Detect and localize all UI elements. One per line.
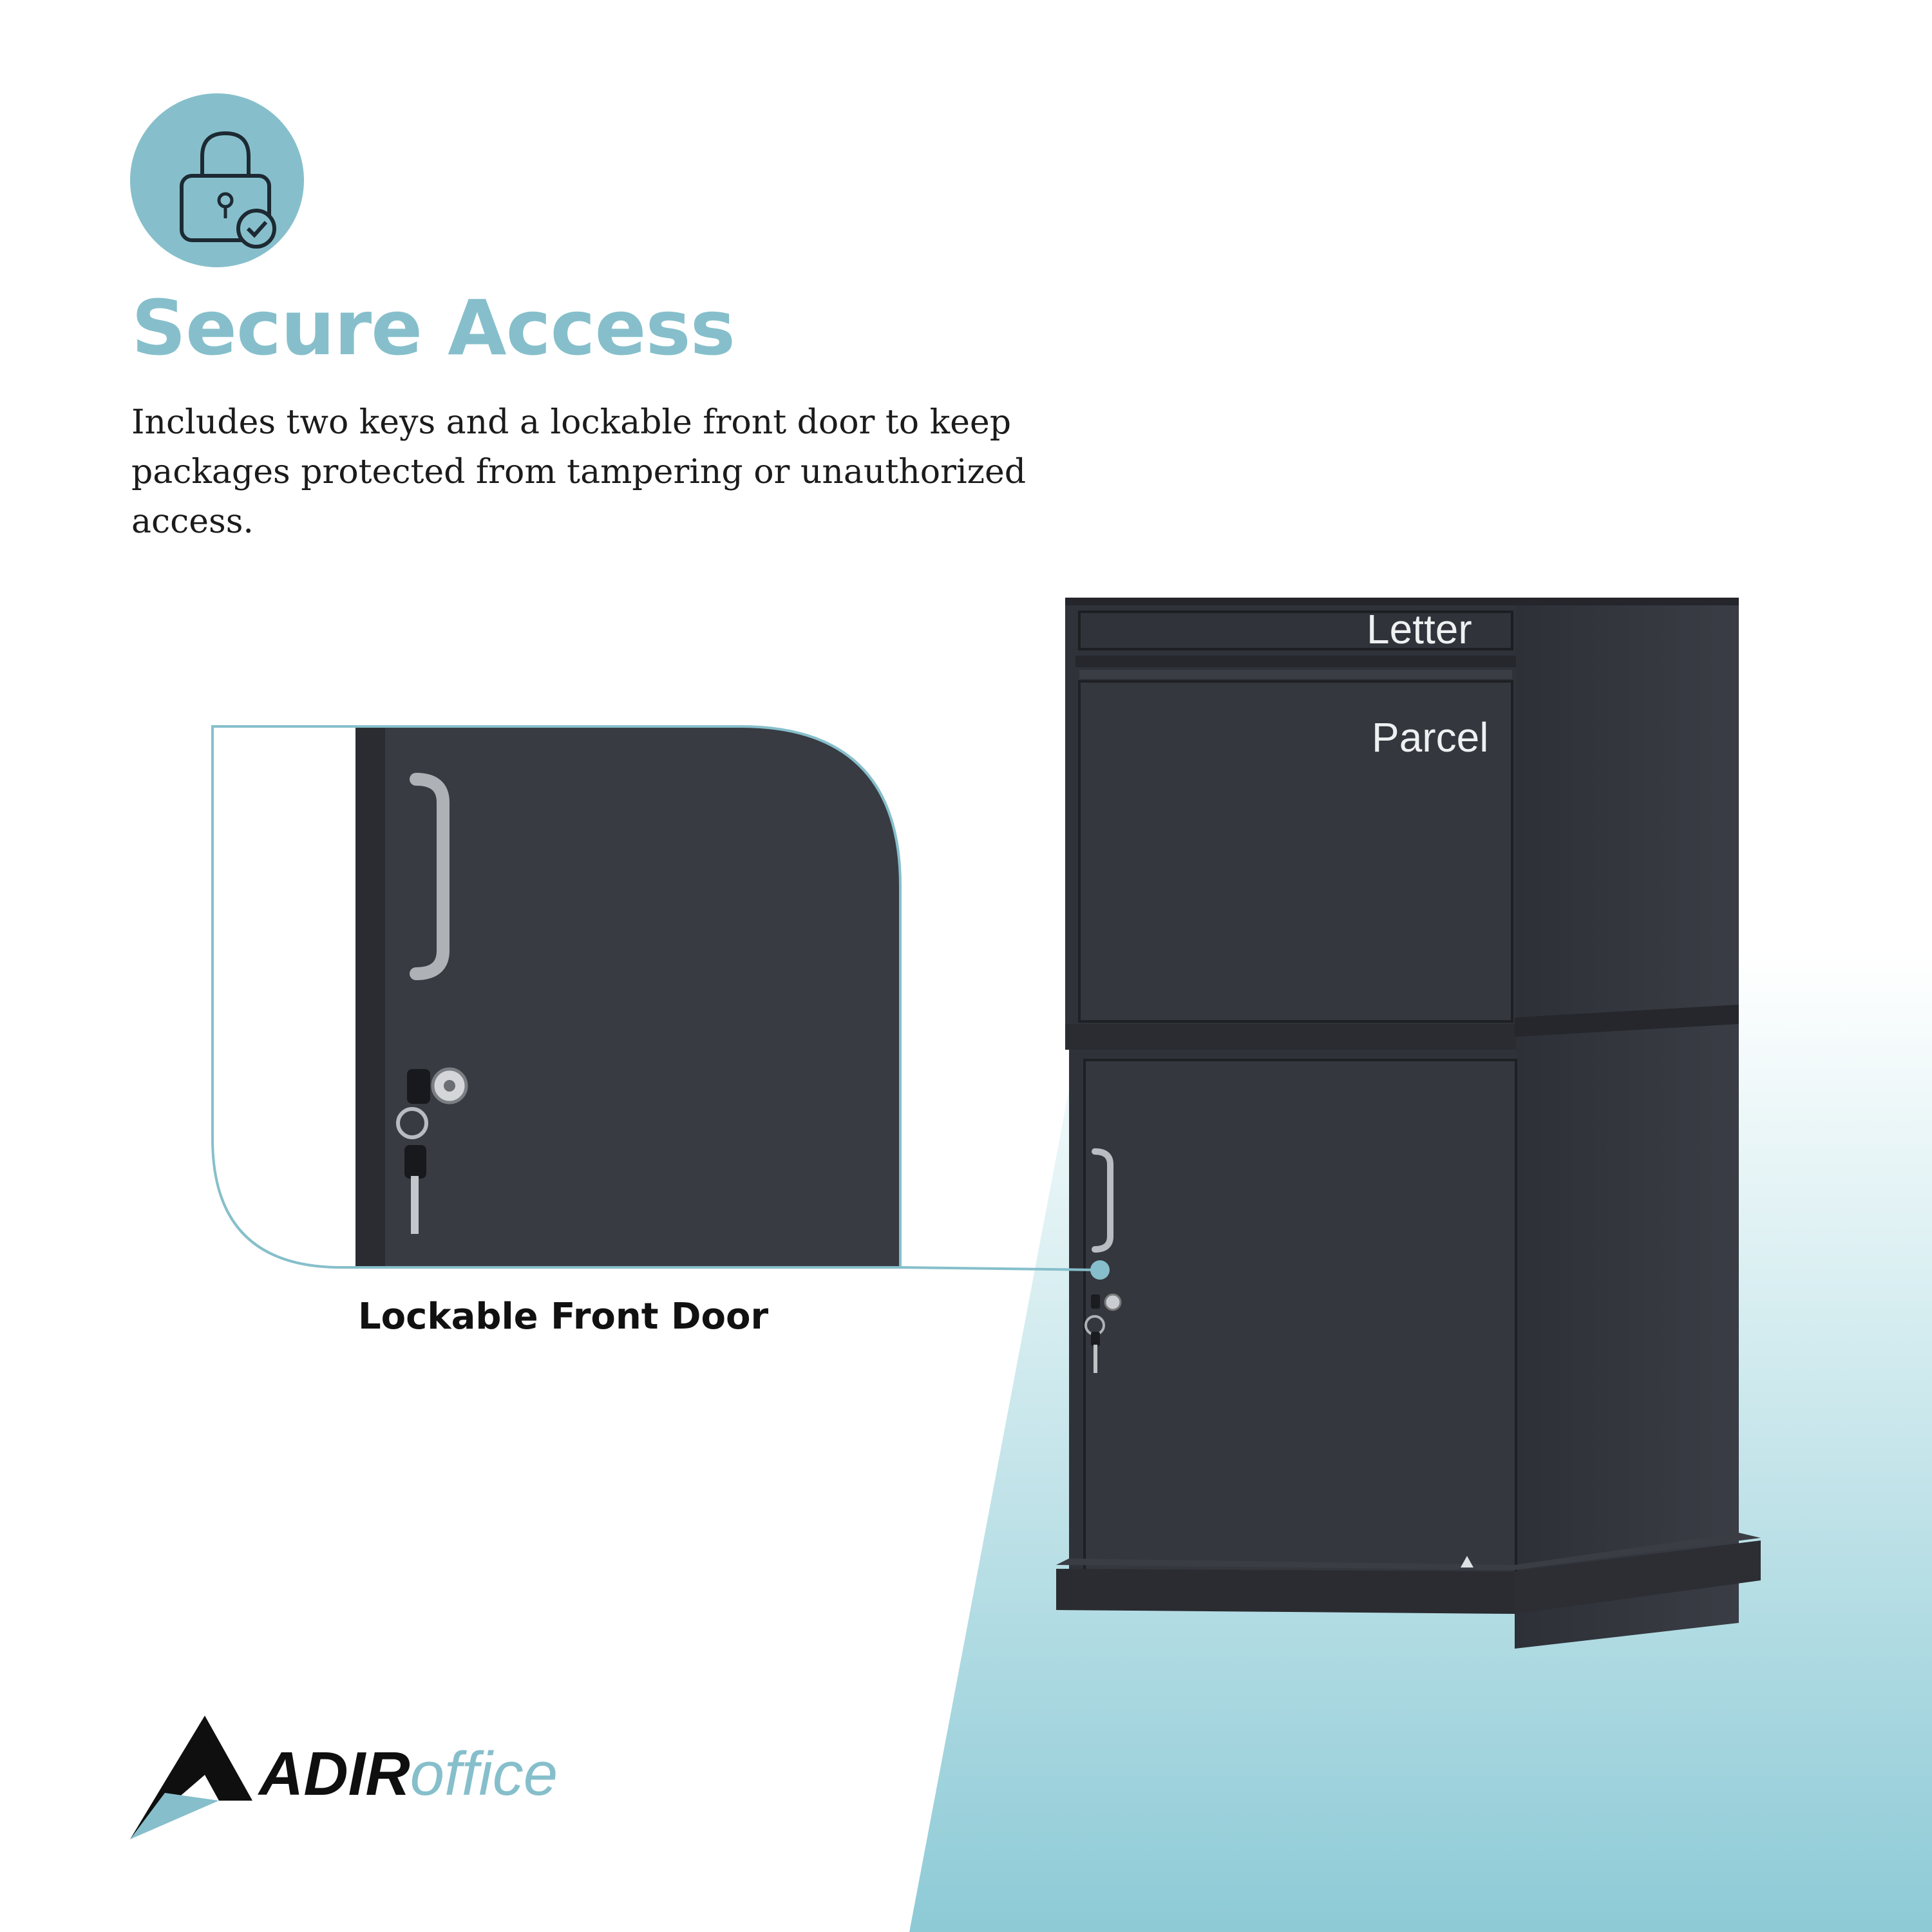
cabinet-top xyxy=(1065,598,1739,605)
door-logo-mark xyxy=(1461,1556,1473,1567)
parcel-slot-label: Parcel xyxy=(1372,714,1489,761)
lock-badge xyxy=(130,93,304,267)
door-lock xyxy=(1104,1293,1122,1311)
feature-description: Includes two keys and a lockable front d… xyxy=(131,403,1027,541)
letter-slot xyxy=(1078,611,1513,650)
lock-check-icon xyxy=(180,131,276,249)
zoom-frame xyxy=(211,725,902,1269)
zoom-door-edge xyxy=(355,726,385,1267)
door-handle xyxy=(1092,1148,1113,1253)
callout-label: Lockable Front Door xyxy=(358,1296,769,1338)
callout-leader xyxy=(900,1266,1099,1271)
parcel-flap xyxy=(1078,680,1513,1023)
cabinet-base xyxy=(1056,1569,1515,1614)
brand-logo-mark xyxy=(130,1716,252,1839)
brand-wordmark: ADIRoffice xyxy=(259,1739,558,1810)
feature-title: Secure Access xyxy=(131,283,735,372)
callout-dot xyxy=(1090,1260,1110,1280)
brand-name-bold: ADIR xyxy=(259,1739,410,1808)
front-door xyxy=(1083,1059,1517,1589)
cabinet-side xyxy=(1515,605,1739,1649)
zoom-door-handle xyxy=(410,773,450,980)
letter-slot-label: Letter xyxy=(1367,606,1472,652)
brand-name-light: office xyxy=(410,1739,558,1808)
zoom-door-face xyxy=(385,726,900,1267)
